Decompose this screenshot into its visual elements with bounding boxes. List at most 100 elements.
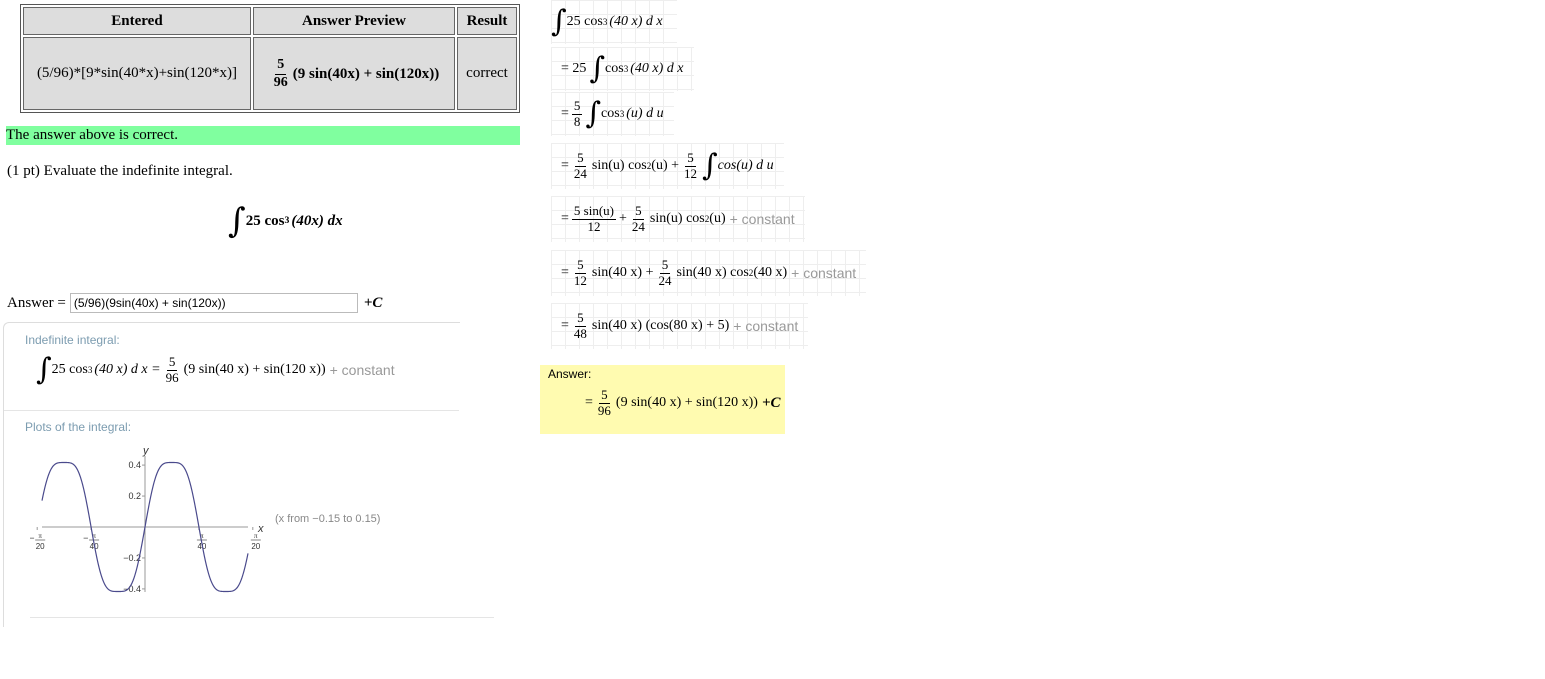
y-tick-label: −0.4 xyxy=(123,584,141,594)
rhs-constant: + constant xyxy=(329,362,395,379)
s3-den: 8 xyxy=(573,113,581,129)
wolfram-panel xyxy=(3,322,460,627)
answer-row: Answer = (5/96)(9sin(40x) + sin(120x)) +… xyxy=(7,293,382,313)
s3-arg: (u) d u xyxy=(626,106,664,121)
s6-t2b: (40 x) xyxy=(753,265,788,280)
x-tick-minus: − xyxy=(83,533,88,543)
header-result: Result xyxy=(457,7,517,35)
s6-num2: 5 xyxy=(659,256,671,274)
s7-den: 48 xyxy=(573,325,587,341)
panel-bottom-divider xyxy=(30,617,494,618)
integral-sign-icon: ∫ xyxy=(702,148,718,183)
indefinite-integral-label: Indefinite integral: xyxy=(25,333,120,347)
x-tick-label: −π20 xyxy=(30,532,46,551)
integral-sign-icon: ∫ xyxy=(585,96,602,131)
final-answer-label: Answer: xyxy=(548,367,592,381)
s5-num1: 5 sin(u) xyxy=(571,202,616,220)
x-axis-label: x xyxy=(258,523,264,535)
preview-den: 96 xyxy=(273,74,288,90)
s5-num2: 5 xyxy=(633,202,644,220)
s4-t1b: (u) + xyxy=(651,158,680,173)
s4-num1: 5 xyxy=(575,149,586,167)
s5-t2b: (u) xyxy=(709,211,726,226)
plot-curve xyxy=(41,461,249,593)
x-tick-label: −π40 xyxy=(83,532,100,551)
preview-expression: (9 sin(40x) + sin(120x)) xyxy=(292,65,440,82)
rhs-den: 96 xyxy=(165,369,179,385)
x-tick-num: π xyxy=(92,532,96,540)
s6-eq: = xyxy=(561,265,569,280)
x-tick-minus: − xyxy=(30,533,34,543)
s4-den2: 12 xyxy=(684,165,698,181)
final-suffix: +C xyxy=(761,394,781,411)
s3-eq: = xyxy=(561,106,569,121)
problem-arg: (40x) dx xyxy=(291,212,343,229)
plots-label: Plots of the integral: xyxy=(25,420,132,434)
s1-coef: 25 cos xyxy=(566,14,603,29)
integral-sign-icon: ∫ xyxy=(36,352,52,388)
rhs-num: 5 xyxy=(166,354,178,371)
s7-num: 5 xyxy=(575,309,586,327)
s5-t2: sin(u) cos xyxy=(649,211,705,226)
x-tick-num: π xyxy=(254,532,258,540)
s5-constant: + constant xyxy=(729,211,795,227)
s7-t: sin(40 x) (cos(80 x) + 5) xyxy=(591,318,730,333)
result-cell: correct xyxy=(457,37,517,110)
problem-text: (1 pt) Evaluate the indefinite integral. xyxy=(7,163,233,179)
results-header-row: Entered Answer Preview Result xyxy=(23,7,517,35)
entered-cell: (5/96)*[9*sin(40*x)+sin(120*x)] xyxy=(23,37,251,110)
s6-den2: 24 xyxy=(658,272,672,288)
y-axis-label: y xyxy=(143,445,149,457)
integral-sign-icon: ∫ xyxy=(551,4,567,39)
final-answer-box xyxy=(540,365,785,434)
preview-num: 5 xyxy=(275,57,287,75)
final-num: 5 xyxy=(599,387,610,404)
s2-arg: (40 x) d x xyxy=(630,61,684,76)
final-rest: (9 sin(40 x) + sin(120 x)) xyxy=(615,395,758,411)
integral-sign-icon: ∫ xyxy=(589,51,606,86)
rhs-expression: (9 sin(40 x) + sin(120 x)) xyxy=(183,362,326,378)
answer-input[interactable]: (5/96)(9sin(40x) + sin(120x)) xyxy=(69,293,358,313)
panel-divider xyxy=(4,410,459,411)
s7-constant: + constant xyxy=(733,318,799,334)
s1-arg: (40 x) d x xyxy=(609,14,663,29)
s4-t1: sin(u) cos xyxy=(591,158,647,173)
x-tick-den: 20 xyxy=(36,542,45,551)
s4-eq: = xyxy=(561,158,569,173)
s5-plus: + xyxy=(619,211,627,226)
y-tick-label: −0.2 xyxy=(123,553,141,563)
s5-eq: = xyxy=(561,211,569,226)
header-entered: Entered xyxy=(23,7,251,35)
s2-eq: = 25 xyxy=(561,61,587,76)
correct-banner: The answer above is correct. xyxy=(6,126,520,145)
s6-den1: 12 xyxy=(573,272,587,288)
s4-t2: cos(u) d u xyxy=(717,158,774,173)
results-table: Entered Answer Preview Result (5/96)*[9*… xyxy=(20,4,520,113)
s3-num: 5 xyxy=(571,97,583,115)
s6-constant: + constant xyxy=(791,265,857,281)
s2-coef: cos xyxy=(605,61,624,76)
results-table-wrapper: Entered Answer Preview Result (5/96)*[9*… xyxy=(20,4,520,113)
lhs-arg: (40 x) d x = xyxy=(94,362,161,378)
s5-den1: 12 xyxy=(587,218,601,234)
s4-num2: 5 xyxy=(685,149,696,167)
s6-t2: sin(40 x) cos xyxy=(676,265,749,280)
results-row: (5/96)*[9*sin(40*x)+sin(120*x)] 5 96 (9 … xyxy=(23,37,517,110)
final-den: 96 xyxy=(597,402,611,418)
plot-range-note: (x from −0.15 to 0.15) xyxy=(275,513,381,525)
lhs-coef: 25 cos xyxy=(51,362,88,378)
s6-t1: sin(40 x) + xyxy=(591,265,654,280)
s7-eq: = xyxy=(561,318,569,333)
answer-label: Answer = xyxy=(7,294,66,311)
